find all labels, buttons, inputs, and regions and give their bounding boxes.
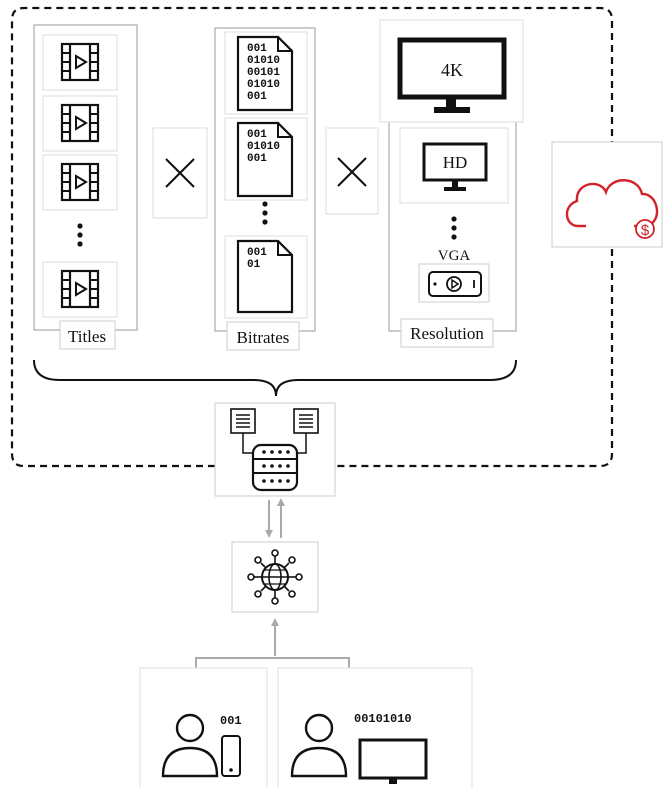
system-boundary	[10, 6, 614, 468]
multiply-icon	[325, 127, 379, 215]
desktop-client: 00101010	[277, 667, 473, 787]
binary-file-icon: 001 01010 001	[224, 117, 308, 201]
bitrate-1-line-2: 01010	[247, 55, 280, 67]
bitrate-1-line-4: 01010	[247, 79, 280, 91]
server-database-icon	[214, 402, 336, 497]
res-hd-label: HD	[443, 153, 468, 172]
bitrates-column: 001 01010 00101 01010 001 001 01010 001 …	[214, 27, 316, 351]
bitrate-2-line-2: 01010	[247, 141, 280, 153]
data-flow-arrows	[265, 498, 285, 538]
ellipsis-icon	[451, 216, 457, 240]
multiply-icon	[152, 127, 208, 219]
film-icon	[42, 154, 118, 211]
titles-column: Titles	[33, 24, 138, 350]
monitor-icon-hd: HD	[399, 127, 509, 204]
bitrate-2-line-3: 001	[247, 153, 267, 165]
film-icon	[42, 95, 118, 152]
bitrate-3-line-1: 001	[247, 247, 267, 259]
grouping-brace	[33, 359, 517, 397]
mobile-client: 001	[139, 667, 268, 787]
binary-file-icon: 001 01	[224, 235, 308, 319]
document-icon	[293, 408, 319, 434]
bitrate-2-line-1: 001	[247, 129, 267, 141]
mobile-bits: 001	[220, 714, 242, 728]
ellipsis-icon	[77, 223, 83, 247]
ellipsis-icon	[262, 201, 268, 225]
mobile-player-icon	[418, 263, 490, 303]
network-globe-icon	[231, 541, 319, 613]
monitor-icon-4k: 4K	[379, 19, 524, 123]
bitrates-label: Bitrates	[237, 328, 290, 347]
film-icon	[42, 34, 118, 91]
res-vga-label: VGA	[438, 248, 471, 264]
document-icon	[230, 408, 256, 434]
svg-text:$: $	[641, 222, 650, 239]
user-icon	[161, 713, 219, 778]
film-icon	[42, 261, 118, 318]
bitrate-1-line-1: 001	[247, 43, 267, 55]
phone-icon	[221, 735, 241, 777]
bitrate-3-line-2: 01	[247, 259, 261, 271]
user-icon	[290, 713, 348, 778]
binary-file-icon: 001 01010 00101 01010 001	[224, 31, 308, 115]
titles-label: Titles	[68, 327, 106, 346]
monitor-icon	[358, 738, 428, 784]
res-4k-label: 4K	[441, 60, 463, 80]
resolution-column: 4K HD VGA Resolution	[379, 19, 524, 348]
cloud-dollar-icon: $	[551, 141, 663, 248]
bitrate-1-line-5: 001	[247, 91, 267, 103]
bitrate-1-line-3: 00101	[247, 67, 280, 79]
resolution-label: Resolution	[410, 324, 484, 343]
desktop-bits: 00101010	[354, 712, 412, 726]
